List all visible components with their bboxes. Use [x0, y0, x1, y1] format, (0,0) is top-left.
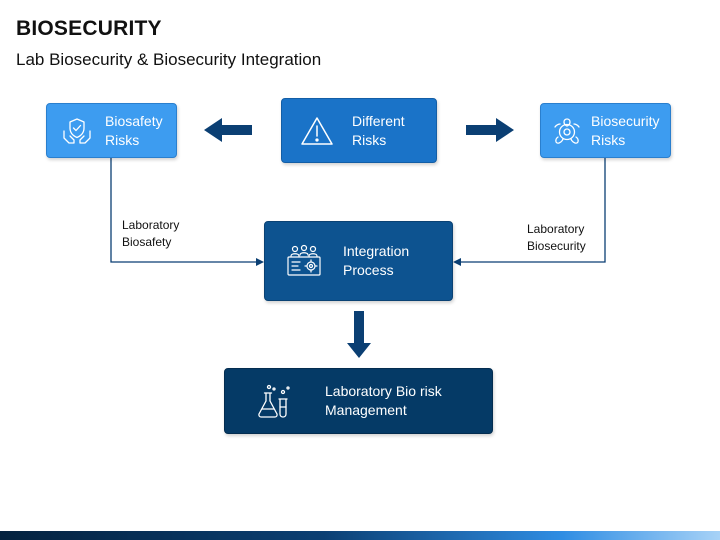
biosecurity-risks-line1: Biosecurity: [591, 112, 660, 129]
page-subtitle: Lab Biosecurity & Biosecurity Integratio…: [16, 50, 322, 69]
shield-hands-icon: [47, 116, 105, 146]
lab-biosecurity-line2: Biosecurity: [527, 239, 586, 253]
left-connector-arrowhead: [256, 258, 264, 266]
lab-biosafety-line2: Biosafety: [122, 235, 172, 249]
biohazard-icon: [541, 115, 591, 147]
biosafety-risks-line1: Biosafety: [105, 112, 163, 129]
left-elbow-connector: [110, 158, 257, 263]
integration-process-label: Integration Process: [343, 242, 409, 280]
right-elbow-connector: [460, 158, 606, 263]
lab-bio-risk-management-line2: Management: [325, 402, 407, 418]
lab-bio-risk-management-box: Laboratory Bio risk Management: [224, 368, 493, 434]
different-risks-box: Different Risks: [281, 98, 437, 163]
biosecurity-risks-box: Biosecurity Risks: [540, 103, 671, 158]
page-title: BIOSECURITY: [16, 17, 162, 40]
different-risks-label: Different Risks: [352, 112, 405, 150]
biosafety-risks-box: Biosafety Risks: [46, 103, 177, 158]
footer-gradient-bar: [0, 531, 720, 540]
different-risks-line2: Risks: [352, 131, 387, 148]
biosafety-risks-label: Biosafety Risks: [105, 112, 163, 150]
lab-biosecurity-connector-label: Laboratory Biosecurity: [527, 221, 586, 255]
team-gear-icon: [265, 244, 343, 278]
lab-bio-risk-management-line1: Laboratory Bio risk: [325, 383, 442, 399]
lab-bio-risk-management-label: Laboratory Bio risk Management: [325, 382, 442, 420]
integration-process-line2: Process: [343, 262, 394, 278]
warning-triangle-icon: [282, 115, 352, 147]
biosecurity-risks-label: Biosecurity Risks: [591, 112, 659, 150]
right-connector-arrowhead: [453, 258, 461, 266]
left-block-arrow: [204, 118, 252, 142]
integration-process-line1: Integration: [343, 243, 410, 259]
integration-process-box: Integration Process: [264, 221, 453, 301]
different-risks-line1: Different: [352, 112, 405, 129]
biosafety-risks-line2: Risks: [105, 131, 140, 148]
lab-biosafety-connector-label: Laboratory Biosafety: [122, 217, 179, 251]
lab-flasks-icon: [225, 383, 325, 419]
lab-biosafety-line1: Laboratory: [122, 218, 180, 232]
down-block-arrow: [347, 311, 371, 358]
biosecurity-risks-line2: Risks: [591, 131, 626, 148]
lab-biosecurity-line1: Laboratory: [527, 222, 585, 236]
right-block-arrow: [466, 118, 514, 142]
